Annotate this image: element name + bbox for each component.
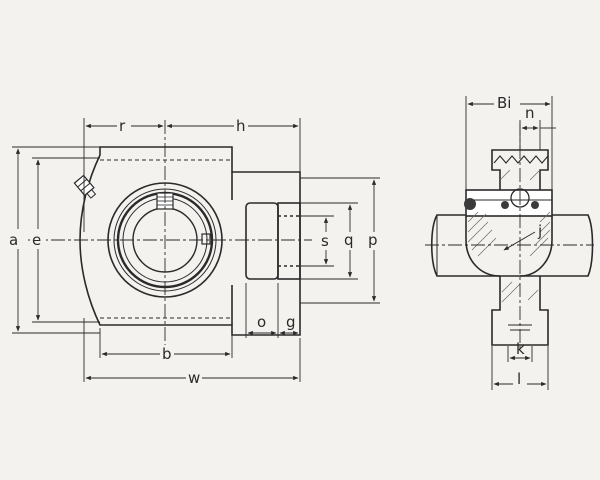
label-o: o bbox=[257, 313, 266, 331]
front-dimensions bbox=[12, 118, 380, 382]
seal-left bbox=[464, 198, 476, 210]
label-w: w bbox=[188, 369, 200, 387]
housing-outline bbox=[79, 146, 301, 336]
side-labels: Bi n j k l bbox=[494, 93, 542, 388]
label-l: l bbox=[517, 370, 521, 388]
label-q: q bbox=[344, 231, 354, 249]
label-n: n bbox=[525, 104, 535, 122]
label-h: h bbox=[236, 117, 246, 135]
grease-nipple-icon bbox=[73, 174, 97, 199]
shaft bbox=[431, 214, 594, 277]
housing-boss bbox=[465, 216, 501, 277]
front-view bbox=[28, 120, 312, 352]
label-p: p bbox=[368, 231, 378, 249]
label-s: s bbox=[321, 232, 329, 250]
side-dimensions bbox=[465, 96, 556, 390]
label-e: e bbox=[32, 231, 41, 249]
ball bbox=[510, 188, 530, 208]
key-slot bbox=[201, 233, 211, 245]
label-r: r bbox=[119, 117, 126, 135]
front-plate-inner bbox=[277, 202, 301, 280]
label-a: a bbox=[9, 231, 18, 249]
label-bi: Bi bbox=[497, 94, 511, 112]
section-hatching bbox=[467, 169, 551, 303]
front-labels: r h a e s q p o g b w bbox=[9, 117, 381, 387]
label-k: k bbox=[516, 340, 525, 358]
label-b: b bbox=[162, 345, 172, 363]
bearing-insert bbox=[465, 189, 553, 217]
side-view bbox=[425, 122, 594, 352]
label-j: j bbox=[537, 222, 542, 240]
label-g: g bbox=[286, 313, 296, 331]
front-plate bbox=[245, 202, 279, 280]
housing-bottom bbox=[491, 276, 549, 346]
